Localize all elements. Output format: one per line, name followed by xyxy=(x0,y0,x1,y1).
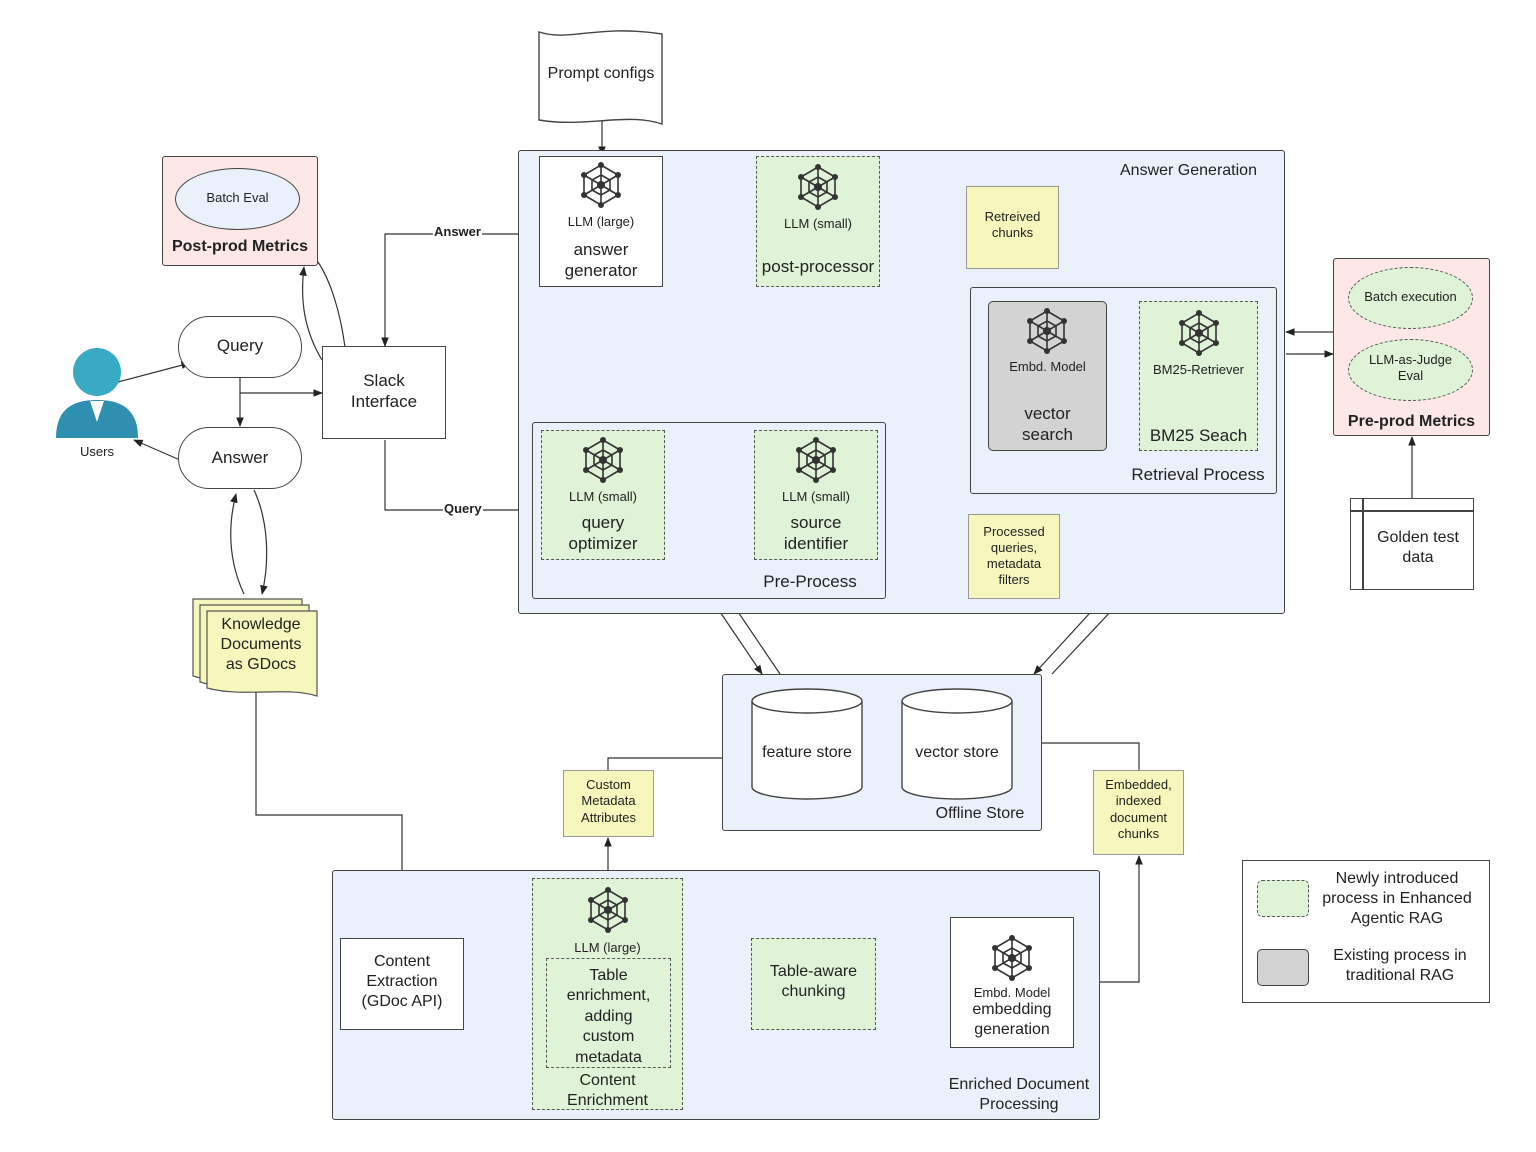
network-icon xyxy=(582,437,624,483)
slack-interface-node[interactable] xyxy=(322,346,446,439)
retrieval-process-title: Retrieval Process xyxy=(1131,465,1265,484)
post-prod-metrics-title: Post-prod Metrics xyxy=(171,238,308,255)
table-aware-chunking-node[interactable] xyxy=(751,938,876,1030)
golden-data-rule-h xyxy=(1350,510,1474,512)
answer-node[interactable] xyxy=(178,427,302,489)
edge-slack-to-postprod xyxy=(299,266,323,361)
query-optimizer-model: LLM (small) xyxy=(569,489,637,504)
vector-store-cylinder xyxy=(901,688,1013,800)
content-extraction-label: Content Extraction (GDoc API) xyxy=(361,953,443,1010)
embedded-chunks-label: Embedded, indexed document chunks xyxy=(1105,777,1172,841)
network-icon xyxy=(797,164,839,210)
network-icon xyxy=(580,162,622,208)
processed-queries-label: Processed queries, metadata filters xyxy=(983,524,1045,587)
content-enrichment-title: Content Enrichment xyxy=(567,1072,648,1109)
source-identifier-model: LLM (small) xyxy=(782,489,850,504)
query-label: Query xyxy=(216,336,264,355)
vector-store-label: vector store xyxy=(915,744,999,761)
edge-label-query: Query xyxy=(443,501,483,516)
feature-store-label: feature store xyxy=(762,744,852,761)
llm-judge-node[interactable] xyxy=(1348,339,1473,401)
answer-label: Answer xyxy=(211,448,269,467)
answer-generation-title: Answer Generation xyxy=(1120,162,1257,179)
batch-execution-node[interactable] xyxy=(1348,267,1473,329)
edge-answer-to-docs xyxy=(253,489,268,595)
custom-metadata-note xyxy=(563,770,654,837)
edge-query-to-slack xyxy=(239,378,323,397)
embedding-generation-label: embedding generation xyxy=(972,1001,1052,1038)
network-icon xyxy=(991,935,1033,981)
pre-prod-metrics-title: Pre-prod Metrics xyxy=(1347,413,1476,430)
content-enrichment-model: LLM (large) xyxy=(574,940,641,955)
retrieved-chunks-note xyxy=(966,186,1059,269)
table-enrichment-label: Table enrichment, adding custom metadata xyxy=(566,967,651,1066)
post-processor-label: post-processor xyxy=(761,257,875,276)
processed-queries-note xyxy=(968,514,1060,599)
embedded-chunks-note xyxy=(1093,770,1184,855)
edge-docs-to-answer xyxy=(230,493,245,595)
golden-test-data-label: Golden test data xyxy=(1377,529,1459,566)
users-label: Users xyxy=(80,444,114,459)
user-icon xyxy=(56,348,138,438)
edge-slack-to-preprocess xyxy=(384,440,533,514)
legend-new-swatch xyxy=(1257,880,1309,917)
knowledge-documents-label: Knowledge Documents as GDocs xyxy=(220,616,302,673)
llm-judge-label: LLM-as-Judge Eval xyxy=(1368,352,1453,384)
prompt-configs-label: Prompt configs xyxy=(547,65,655,82)
network-icon xyxy=(1026,308,1068,354)
post-processor-model: LLM (small) xyxy=(784,216,852,231)
vector-search-model: Embd. Model xyxy=(1009,359,1086,374)
source-identifier-label: source identifier xyxy=(783,513,849,554)
custom-metadata-label: Custom Metadata Attributes xyxy=(581,777,636,825)
slack-interface-label: Slack Interface xyxy=(350,371,418,412)
enriched-processing-title: Enriched Document Processing xyxy=(948,1076,1090,1113)
batch-execution-label: Batch execution xyxy=(1364,289,1457,304)
prompt-configs-document xyxy=(538,30,663,125)
content-extraction-node[interactable] xyxy=(340,938,464,1030)
golden-data-rule-v xyxy=(1362,498,1364,590)
answer-generator-model: LLM (large) xyxy=(567,214,635,229)
offline-store-title: Offline Store xyxy=(935,805,1025,822)
table-aware-chunking-label: Table-aware chunking xyxy=(769,963,858,1000)
feature-store-cylinder xyxy=(751,688,863,800)
legend-existing-label: Existing process in traditional RAG xyxy=(1333,947,1467,984)
query-node[interactable] xyxy=(178,316,302,378)
batch-eval-node[interactable] xyxy=(175,168,300,230)
bm25-search-label: BM25 Seach xyxy=(1149,426,1248,445)
query-optimizer-label: query optimizer xyxy=(568,513,638,554)
network-icon xyxy=(795,437,837,483)
knowledge-documents-stack xyxy=(192,598,318,697)
edge-answer-to-slack xyxy=(381,233,540,347)
network-icon xyxy=(587,887,629,933)
edge-postprod-from-slack xyxy=(317,261,346,348)
legend-new-label: Newly introduced process in Enhanced Age… xyxy=(1322,870,1472,927)
vector-search-label: vector search xyxy=(1021,404,1074,445)
network-icon xyxy=(1178,310,1220,356)
pre-process-title: Pre-Process xyxy=(763,572,857,591)
table-enrichment-node[interactable] xyxy=(546,958,671,1068)
batch-eval-label: Batch Eval xyxy=(206,190,269,205)
edge-label-answer: Answer xyxy=(433,224,482,239)
answer-generator-label: answer generator xyxy=(564,240,638,281)
bm25-retriever-model: BM25-Retriever xyxy=(1152,362,1245,377)
golden-test-data-node[interactable] xyxy=(1350,498,1474,590)
retrieved-chunks-label: Retreived chunks xyxy=(984,209,1041,241)
embedding-generation-model: Embd. Model xyxy=(973,985,1051,1000)
legend-existing-swatch xyxy=(1257,949,1309,986)
